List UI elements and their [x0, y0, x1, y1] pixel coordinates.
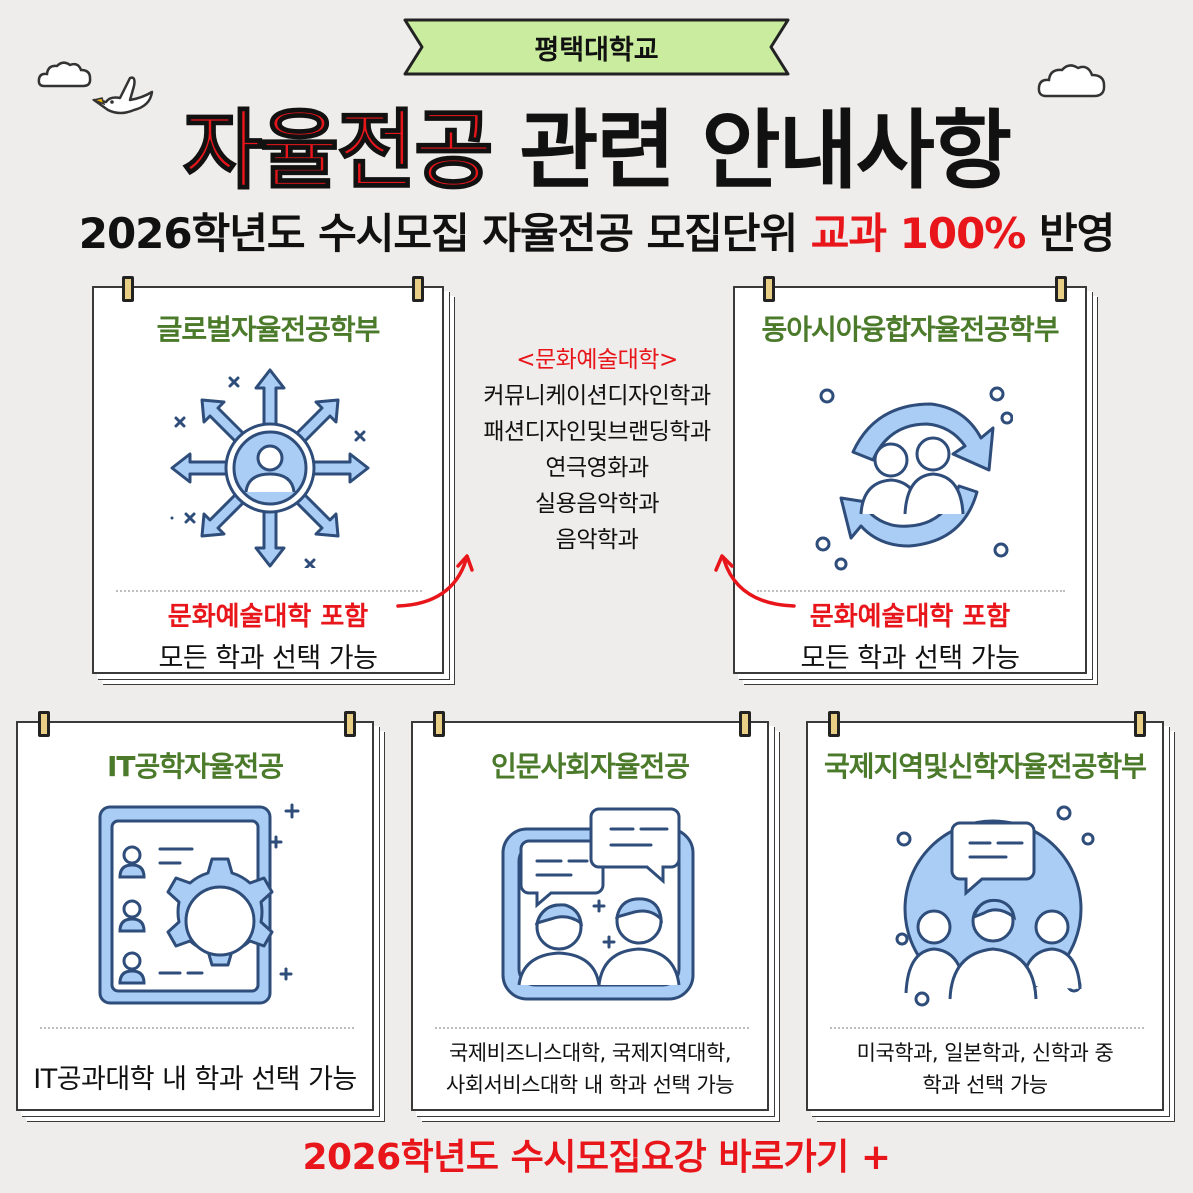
card-divider — [116, 590, 422, 592]
card-title: 국제지역및신학자율전공학부 — [824, 750, 1147, 783]
card-title: 인문사회자율전공 — [490, 750, 690, 783]
card-note: 국제비즈니스대학, 국제지역대학, 사회서비스대학 내 학과 선택 가능 — [413, 1037, 767, 1101]
chat-people-icon — [501, 807, 695, 1001]
clip-icon — [828, 711, 840, 737]
arrows-person-icon — [170, 368, 370, 568]
clip-icon — [38, 711, 50, 737]
school-ribbon: 평택대학교 — [403, 16, 790, 78]
list-item: 음악학과 — [555, 527, 639, 553]
clip-icon — [433, 711, 445, 737]
clip-icon — [1134, 711, 1146, 737]
card-note: IT공과대학 내 학과 선택 가능 — [33, 1064, 357, 1095]
card-it: IT공학자율전공 IT공과대학 내 학과 선택 가능 — [16, 711, 374, 1111]
card-divider — [830, 1027, 1144, 1029]
card-note-line2: 사회서비스대학 내 학과 선택 가능 — [445, 1073, 735, 1097]
title-rest: 관련 안내사항 — [519, 101, 1012, 201]
card-humanities: 인문사회자율전공 국제비즈니스대학, 국제지역대학, 사회서비스대학 내 학과 … — [411, 711, 769, 1111]
list-item: 실용음악학과 — [535, 491, 659, 517]
card-east-asia: 동아시아융합자율전공학부 문화예술대학 포함 모든 학과 선택 가능 — [733, 276, 1087, 674]
card-title: 글로벌자율전공학부 — [156, 313, 381, 346]
card-title: IT공학자율전공 — [106, 750, 284, 783]
clip-icon — [763, 276, 775, 302]
bird-icon — [91, 76, 154, 115]
card-note: 모든 학과 선택 가능 — [158, 643, 378, 674]
card-note-red: 문화예술대학 포함 — [167, 602, 369, 632]
page-subtitle: 2026학년도 수시모집 자율전공 모집단위 교과 100% 반영 — [0, 200, 1193, 261]
subtitle-prefix: 2026학년도 수시모집 자율전공 모집단위 — [78, 209, 798, 258]
page-title: 자율전공 관련 안내사항 — [0, 80, 1193, 205]
clip-icon — [344, 711, 356, 737]
cloud-right-icon — [1037, 64, 1106, 98]
clipboard-gear-icon — [98, 803, 300, 1005]
arts-college-list: <문화예술대학> 커뮤니케이션디자인학과 패션디자인및브랜딩학과 연극영화과 실… — [455, 342, 739, 558]
title-highlight: 자율전공 — [182, 100, 494, 202]
card-divider — [757, 590, 1065, 592]
list-item: 연극영화과 — [545, 455, 649, 481]
card-note: 모든 학과 선택 가능 — [800, 643, 1020, 674]
card-note-line1: 국제비즈니스대학, 국제지역대학, — [448, 1041, 732, 1065]
subtitle-suffix: 반영 — [1039, 209, 1115, 258]
rotate-people-icon — [815, 386, 1013, 571]
list-item: 커뮤니케이션디자인학과 — [483, 383, 711, 409]
card-divider — [40, 1027, 354, 1029]
card-intl-theology: 국제지역및신학자율전공학부 미국학과, 일본학과, 신학과 중 학과 선택 가능 — [806, 711, 1164, 1111]
list-item: 패션디자인및브랜딩학과 — [483, 419, 711, 445]
card-global: 글로벌자율전공학부 문화예술대학 포함 모든 학과 선택 가능 — [92, 276, 444, 674]
card-title: 동아시아융합자율전공학부 — [761, 313, 1059, 346]
card-note: 미국학과, 일본학과, 신학과 중 학과 선택 가능 — [808, 1037, 1162, 1101]
cloud-left-icon — [37, 61, 92, 88]
card-note-line2: 학과 선택 가능 — [922, 1073, 1048, 1097]
card-note-line1: 미국학과, 일본학과, 신학과 중 — [856, 1041, 1114, 1065]
clip-icon — [739, 711, 751, 737]
clip-icon — [122, 276, 134, 302]
curved-arrow-left-icon — [714, 554, 796, 608]
clip-icon — [412, 276, 424, 302]
subtitle-highlight: 교과 100% — [810, 209, 1027, 258]
arts-college-heading: <문화예술대학> — [516, 347, 678, 373]
school-name: 평택대학교 — [534, 34, 659, 66]
globe-people-icon — [895, 805, 1095, 1007]
curved-arrow-right-icon — [396, 554, 474, 608]
clip-icon — [1055, 276, 1067, 302]
admission-guide-link[interactable]: 2026학년도 수시모집요강 바로가기 + — [302, 1137, 891, 1178]
card-note-red: 문화예술대학 포함 — [809, 602, 1011, 632]
card-divider — [435, 1027, 749, 1029]
